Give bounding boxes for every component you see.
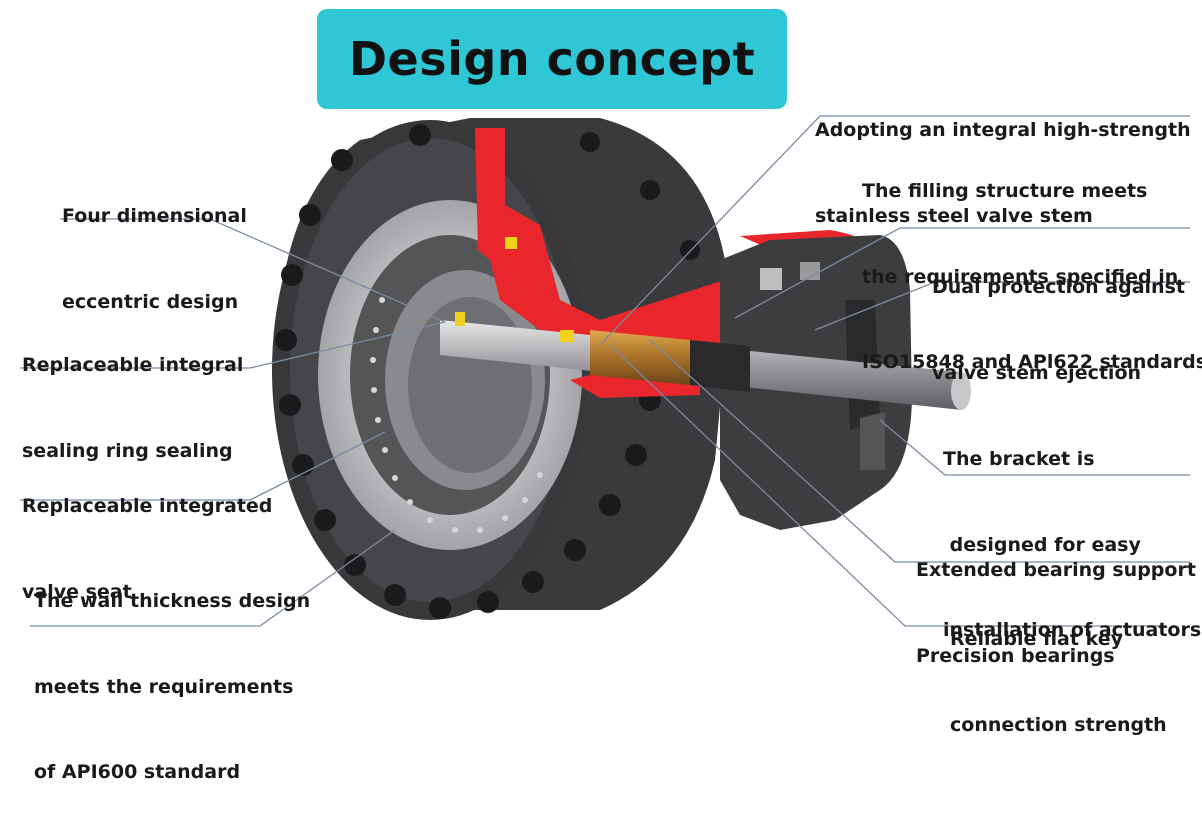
label-replaceable-sealing-ring: Replaceable integral sealing ring sealin… xyxy=(22,294,243,494)
label-line: valve seat xyxy=(22,580,132,603)
label-line: Dual protection against xyxy=(932,276,1185,298)
page-title: Design concept xyxy=(348,32,756,86)
label-line: stainless steel valve stem xyxy=(815,204,1093,227)
label-line: the requirements specified in xyxy=(862,265,1179,288)
valve-stem xyxy=(440,237,971,410)
label-wall-thickness: The wall thickness design meets the requ… xyxy=(34,530,310,815)
label-line: Replaceable integrated xyxy=(22,495,273,517)
label-four-dimensional-eccentric: Four dimensional eccentric design xyxy=(62,145,247,345)
valve-cutaway-illustration xyxy=(20,115,1190,627)
label-line: ISO15848 and APl622 standards xyxy=(862,351,1202,373)
label-line: connection strength xyxy=(950,713,1167,736)
label-line: meets the requirements xyxy=(34,675,294,698)
label-integral-valve-stem: Adopting an integral high-strength stain… xyxy=(815,59,1191,259)
label-line: The wall thickness design xyxy=(34,590,311,612)
label-line: Replaceable integral xyxy=(22,354,244,376)
valve-body xyxy=(272,118,730,620)
label-flat-key: Reliable flat key connection strength xyxy=(950,568,1167,768)
label-line: Reliable flat key xyxy=(950,628,1123,650)
label-line: Adopting an integral high-strength xyxy=(815,119,1191,141)
label-line: designed for easy xyxy=(943,533,1141,556)
title-banner: Design concept xyxy=(317,9,787,109)
label-line: sealing ring sealing xyxy=(22,439,233,462)
label-line: valve stem ejection xyxy=(932,361,1142,384)
label-replaceable-valve-seat: Replaceable integrated valve seat xyxy=(22,435,272,635)
label-line: Extended bearing support xyxy=(916,559,1196,581)
seat-bolt-ring xyxy=(370,297,543,533)
label-line: of API600 standard xyxy=(34,761,241,783)
label-line: The bracket is xyxy=(943,448,1095,470)
label-filling-structure: The filling structure meets the requirem… xyxy=(862,120,1202,405)
leader-lines xyxy=(20,115,1190,627)
label-dual-protection: Dual protection against valve stem eject… xyxy=(932,216,1185,416)
label-line: The filling structure meets xyxy=(862,180,1148,202)
flange-bolt-holes xyxy=(275,124,700,619)
label-line: eccentric design xyxy=(62,290,239,313)
label-line: Four dimensional xyxy=(62,205,247,227)
